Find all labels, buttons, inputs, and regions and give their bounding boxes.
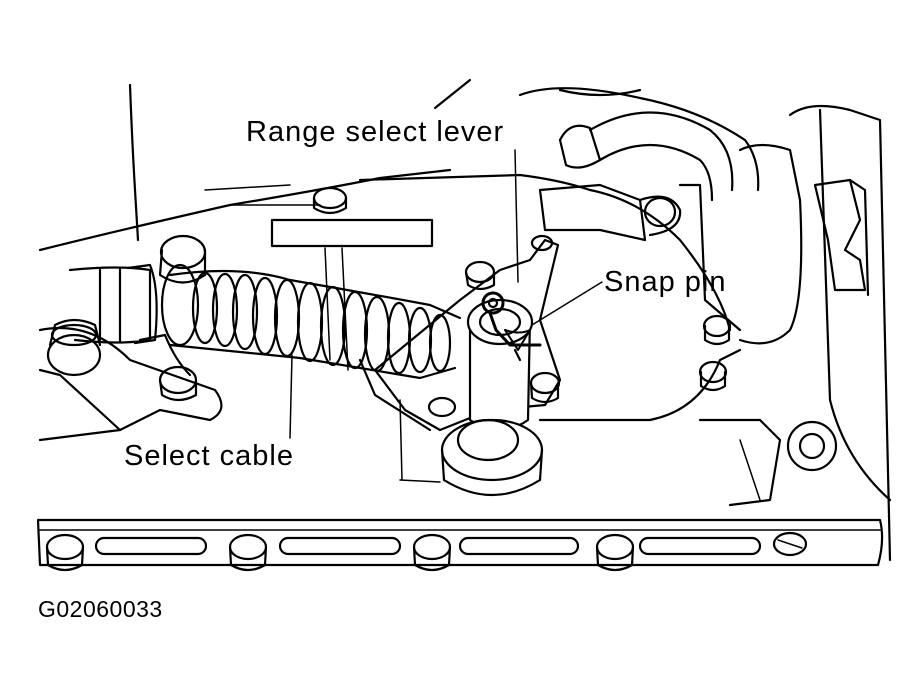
pan-bolt-4 [595,533,635,572]
pan-bolt-2 [228,533,268,572]
range-select-lever-label: Range select lever [246,116,505,148]
select-cable-leader [289,354,293,439]
figure-id: G02060033 [38,596,163,622]
range-select-leader [514,149,519,283]
cable-end [440,298,544,496]
range-select-lever [373,234,562,432]
leader-lines [289,149,603,439]
upper-housing [38,78,892,562]
cable-bracket [38,266,223,442]
valve-body [324,247,782,507]
bracket-bolts [46,234,207,402]
cover-plate [270,218,434,248]
pan-bolt-5 [772,531,808,557]
select-cable-label: Select cable [124,440,294,472]
snap-pin-leader [531,281,603,326]
snap-pin-label: Snap pin [604,266,727,298]
pan-bolt-3 [412,533,452,572]
hose [538,111,734,242]
top-bolt [312,186,348,215]
pan-bolt-1 [45,533,85,572]
oil-pan-flange [36,518,884,572]
bracket-right [813,178,870,297]
right-bolts [698,314,838,472]
snap-pin [481,291,542,362]
select-cable-boot [168,269,462,380]
